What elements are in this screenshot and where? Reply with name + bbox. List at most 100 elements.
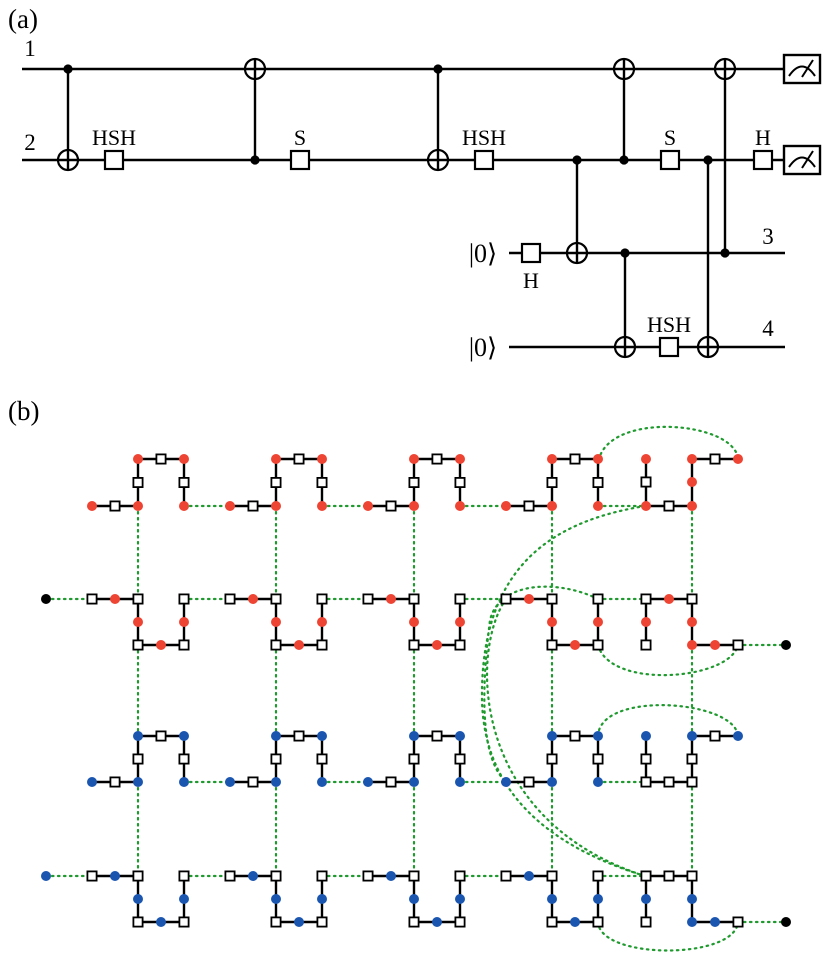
- lattice-node-square: [408, 753, 420, 765]
- lattice-node-square: [640, 753, 652, 765]
- lattice-node-dot: [179, 617, 189, 627]
- lattice-node-dot: [547, 454, 557, 464]
- lattice-node-dot: [409, 894, 419, 904]
- lattice-node-dot: [547, 617, 557, 627]
- lattice-node-square: [592, 593, 604, 605]
- lattice-node-square: [293, 453, 305, 465]
- lattice-node-square: [640, 916, 652, 928]
- lattice-node-square: [454, 593, 466, 605]
- cnot-5-control-dot: [620, 248, 630, 258]
- link-curve: [596, 425, 740, 468]
- lattice-node-dot: [455, 454, 465, 464]
- gate-s-5: S: [659, 125, 681, 171]
- meter-needle: [801, 59, 814, 78]
- lattice-terminal-dot: [781, 917, 791, 927]
- lattice-node-dot: [547, 777, 557, 787]
- gate-label: HSH: [647, 312, 691, 337]
- gate-label: H: [755, 125, 771, 150]
- meter-arc: [788, 65, 816, 77]
- lattice-node-dot: [386, 871, 396, 881]
- link-curve: [483, 585, 600, 784]
- lattice-terminal-dot: [41, 871, 51, 881]
- lattice-node-dot: [317, 454, 327, 464]
- lattice-node-square: [454, 870, 466, 882]
- lattice-node-square: [709, 730, 721, 742]
- lattice-node-dot: [455, 894, 465, 904]
- lattice-node-square: [663, 776, 675, 788]
- lattice-node-square: [316, 753, 328, 765]
- link-curve: [596, 704, 740, 738]
- gate-label: H: [523, 268, 539, 293]
- wire-number-1: 1: [24, 36, 36, 61]
- lattice-node-dot: [156, 640, 166, 650]
- gate-label: S: [294, 125, 306, 150]
- panel-b-label: (b): [8, 396, 40, 426]
- lattice-node-dot: [133, 454, 143, 464]
- lattice-node-square: [224, 870, 236, 882]
- lattice-node-square: [408, 593, 420, 605]
- lattice-node-dot: [570, 917, 580, 927]
- cluster-state-lattice: [41, 425, 791, 952]
- lattice-node-square: [178, 593, 190, 605]
- lattice-node-square: [500, 870, 512, 882]
- lattice-node-square: [362, 870, 374, 882]
- lattice-node-dot: [687, 640, 697, 650]
- lattice-node-dot: [179, 454, 189, 464]
- lattice-node-square: [316, 476, 328, 488]
- lattice-node-square: [640, 593, 652, 605]
- lattice-node-dot: [133, 894, 143, 904]
- lattice-node-dot: [317, 501, 327, 511]
- lattice-node-dot: [687, 454, 697, 464]
- lattice-node-square: [546, 639, 558, 651]
- lattice-node-dot: [641, 617, 651, 627]
- cnot-4-control-dot: [572, 155, 582, 165]
- gate-hsh-3: HSH: [462, 125, 506, 171]
- panel-a-label: (a): [8, 4, 38, 34]
- cnot-6-control-dot: [619, 155, 629, 165]
- lattice-node-dot: [248, 871, 258, 881]
- lattice-node-square: [385, 776, 397, 788]
- lattice-node-square: [569, 453, 581, 465]
- lattice-node-dot: [294, 640, 304, 650]
- lattice-node-square: [270, 476, 282, 488]
- lattice-node-square: [408, 639, 420, 651]
- lattice-node-dot: [733, 731, 743, 741]
- lattice-node-square: [592, 870, 604, 882]
- gate-label: HSH: [462, 125, 506, 150]
- lattice-node-square: [663, 870, 675, 882]
- gate-s-2: S: [289, 125, 311, 171]
- wire-number-4: 4: [762, 316, 774, 341]
- lattice-node-square: [569, 730, 581, 742]
- cnot-8-control-dot: [720, 248, 730, 258]
- cnot-1-control-dot: [63, 64, 73, 74]
- lattice-node-dot: [409, 777, 419, 787]
- lattice-node-square: [640, 476, 652, 488]
- cnot-7-control-dot: [703, 155, 713, 165]
- lattice-node-square: [132, 476, 144, 488]
- lattice-node-dot: [271, 454, 281, 464]
- gate-h-4: H: [520, 242, 542, 293]
- lattice-node-square: [454, 753, 466, 765]
- lattice-node-dot: [593, 617, 603, 627]
- lattice-node-square: [270, 916, 282, 928]
- lattice-node-square: [293, 730, 305, 742]
- lattice-node-square: [686, 776, 698, 788]
- lattice-node-dot: [133, 617, 143, 627]
- lattice-node-dot: [687, 894, 697, 904]
- lattice-node-square: [385, 500, 397, 512]
- gate-hsh-1: HSH: [92, 125, 136, 171]
- lattice-node-square: [316, 870, 328, 882]
- lattice-node-dot: [271, 501, 281, 511]
- meter-icon-2: [782, 144, 822, 176]
- lattice-node-square: [178, 639, 190, 651]
- cnot-8-target: [713, 57, 737, 81]
- lattice-node-dot: [179, 501, 189, 511]
- gate-box: [103, 149, 125, 171]
- cnot-3-control-dot: [433, 64, 443, 74]
- gate-box: [658, 336, 680, 358]
- lattice-node-square: [640, 639, 652, 651]
- gate-box: [289, 149, 311, 171]
- lattice-node-dot: [547, 731, 557, 741]
- cnot-4-target: [565, 241, 589, 265]
- lattice-node-dot: [317, 617, 327, 627]
